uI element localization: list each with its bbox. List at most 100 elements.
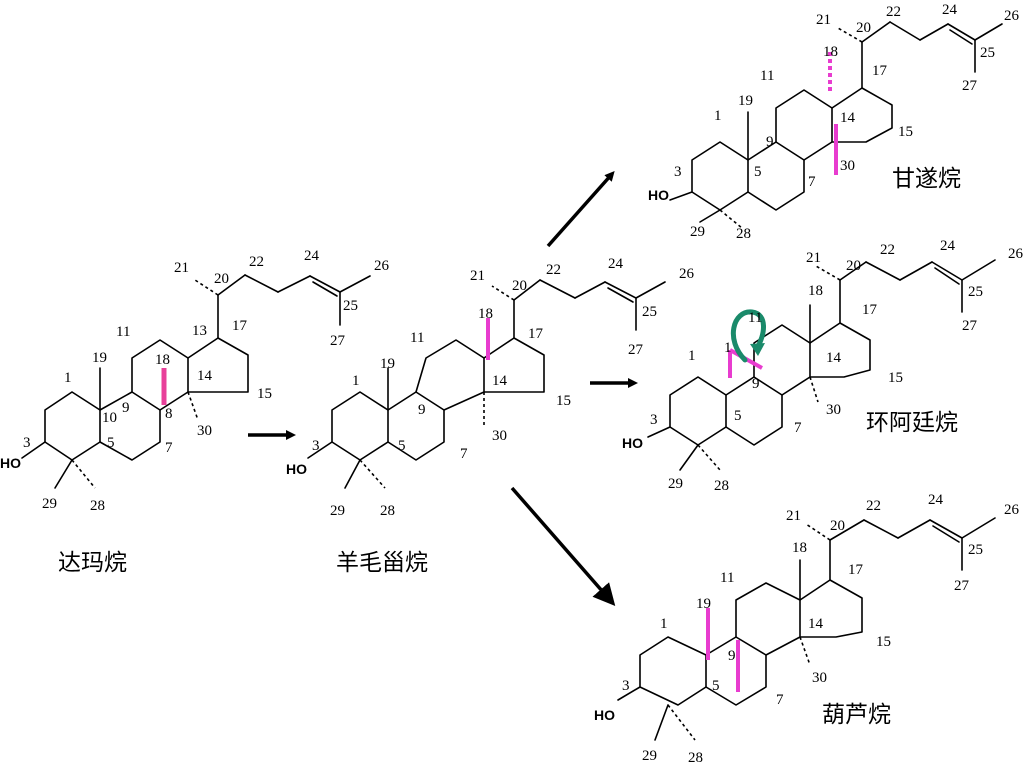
cycloartane-label-7: 7 bbox=[794, 420, 802, 436]
cycloartane-hydroxyl: HO bbox=[622, 435, 643, 451]
dammarane-label-3: 3 bbox=[23, 435, 31, 451]
cucurbitane-label-3: 3 bbox=[622, 678, 630, 694]
lanostane-hydroxyl: HO bbox=[286, 461, 307, 477]
tirucallane-label-1: 1 bbox=[714, 108, 722, 124]
dammarane-label-24: 24 bbox=[304, 248, 320, 264]
cucurbitane-label-20: 20 bbox=[830, 518, 845, 534]
tirucallane-label-14: 14 bbox=[840, 110, 856, 126]
arrow-to-cucurbitane bbox=[510, 486, 616, 607]
cycloartane-label-5: 5 bbox=[734, 408, 742, 424]
cucurbitane-label-18: 18 bbox=[792, 540, 807, 556]
cucurbitane-structure: 1 3 5 7 9 11 14 15 17 18 19 20 21 22 24 … bbox=[594, 492, 1020, 766]
lanostane-label-1: 1 bbox=[352, 373, 360, 389]
tirucallane-label-18: 18 bbox=[823, 44, 838, 60]
cucurbitane-label-14: 14 bbox=[808, 616, 824, 632]
cycloartane-label-14: 14 bbox=[826, 350, 842, 366]
tirucallane-label-19: 19 bbox=[738, 93, 753, 109]
dammarane-label-11: 11 bbox=[116, 324, 130, 340]
tirucallane-structure: 1 3 5 7 9 11 14 15 17 18 19 20 21 22 24 … bbox=[648, 2, 1020, 242]
tirucallane-label-15: 15 bbox=[898, 124, 913, 140]
cucurbitane-label-15: 15 bbox=[876, 634, 891, 650]
lanostane-label-25: 25 bbox=[642, 304, 657, 320]
lanostane-label-5: 5 bbox=[398, 438, 406, 454]
tirucallane-label-9: 9 bbox=[766, 134, 774, 150]
cycloartane-label-3: 3 bbox=[650, 412, 658, 428]
dammarane-label-28: 28 bbox=[90, 498, 105, 514]
tirucallane-label-22: 22 bbox=[886, 4, 901, 20]
tirucallane-label-7: 7 bbox=[808, 174, 816, 190]
dammarane-label-8: 8 bbox=[165, 406, 173, 422]
tirucallane-label-3: 3 bbox=[674, 164, 682, 180]
arrow-to-tirucallane bbox=[546, 171, 615, 248]
dammarane-name: 达玛烷 bbox=[58, 550, 127, 576]
dammarane-label-20: 20 bbox=[214, 271, 229, 287]
tirucallane-label-21: 21 bbox=[816, 12, 831, 28]
dammarane-label-17: 17 bbox=[232, 318, 248, 334]
lanostane-label-19: 19 bbox=[380, 356, 395, 372]
cycloartane-label-24: 24 bbox=[940, 238, 956, 254]
tirucallane-label-30: 30 bbox=[840, 158, 855, 174]
cucurbitane-label-26: 26 bbox=[1004, 502, 1020, 518]
cucurbitane-label-17: 17 bbox=[848, 562, 864, 578]
dammarane-hydroxyl: HO bbox=[0, 455, 21, 471]
cucurbitane-name: 葫芦烷 bbox=[822, 702, 891, 728]
cycloartane-label-20: 20 bbox=[846, 258, 861, 274]
cycloartane-label-28: 28 bbox=[714, 478, 729, 494]
tirucallane-label-27: 27 bbox=[962, 78, 978, 94]
tirucallane-name: 甘遂烷 bbox=[892, 166, 961, 192]
tirucallane-label-17: 17 bbox=[872, 63, 888, 79]
cucurbitane-label-29: 29 bbox=[642, 748, 657, 764]
tirucallane-label-28: 28 bbox=[736, 226, 751, 242]
dammarane-label-10: 10 bbox=[102, 410, 117, 426]
cycloartane-label-25: 25 bbox=[968, 284, 983, 300]
lanostane-label-14: 14 bbox=[492, 373, 508, 389]
cucurbitane-label-30: 30 bbox=[812, 670, 827, 686]
lanostane-label-17: 17 bbox=[528, 326, 544, 342]
cucurbitane-label-24: 24 bbox=[928, 492, 944, 508]
lanostane-label-11: 11 bbox=[410, 330, 424, 346]
cucurbitane-label-7: 7 bbox=[776, 692, 784, 708]
lanostane-label-7: 7 bbox=[460, 446, 468, 462]
dammarane-label-14: 14 bbox=[197, 368, 213, 384]
lanostane-label-15: 15 bbox=[556, 393, 571, 409]
tirucallane-label-11: 11 bbox=[760, 68, 774, 84]
tirucallane-label-24: 24 bbox=[942, 2, 958, 18]
cycloartane-label-17: 17 bbox=[862, 302, 878, 318]
cycloartane-name: 环阿廷烷 bbox=[866, 410, 958, 436]
lanostane-label-28: 28 bbox=[380, 503, 395, 519]
cucurbitane-label-22: 22 bbox=[866, 498, 881, 514]
cucurbitane-hydroxyl: HO bbox=[594, 707, 615, 723]
cucurbitane-label-5: 5 bbox=[712, 678, 720, 694]
lanostane-label-22: 22 bbox=[546, 262, 561, 278]
lanostane-label-29: 29 bbox=[330, 503, 345, 519]
dammarane-label-15: 15 bbox=[257, 386, 272, 402]
dammarane-label-22: 22 bbox=[249, 254, 264, 270]
lanostane-label-24: 24 bbox=[608, 256, 624, 272]
cycloartane-label-18: 18 bbox=[808, 283, 823, 299]
cycloartane-label-30: 30 bbox=[826, 402, 841, 418]
lanostane-label-30: 30 bbox=[492, 428, 507, 444]
cucurbitane-label-27: 27 bbox=[954, 578, 970, 594]
dammarane-label-18: 18 bbox=[155, 352, 170, 368]
cycloartane-label-19: 1 bbox=[724, 340, 732, 356]
cycloartane-structure: 1 3 5 7 9 11 14 15 17 18 1 20 21 22 24 2… bbox=[622, 238, 1024, 494]
cycloartane-label-21: 21 bbox=[806, 250, 821, 266]
cycloartane-label-22: 22 bbox=[880, 242, 895, 258]
cycloartane-label-29: 29 bbox=[668, 476, 683, 492]
lanostane-structure: 1 3 5 7 9 11 14 15 17 18 19 20 21 22 24 … bbox=[286, 256, 695, 576]
lanostane-label-18: 18 bbox=[478, 306, 493, 322]
cucurbitane-label-1: 1 bbox=[660, 616, 668, 632]
cycloartane-label-15: 15 bbox=[888, 370, 903, 386]
cucurbitane-label-21: 21 bbox=[786, 508, 801, 524]
dammarane-label-29: 29 bbox=[42, 496, 57, 512]
dammarane-label-25: 25 bbox=[343, 298, 358, 314]
tirucallane-label-25: 25 bbox=[980, 45, 995, 61]
cucurbitane-label-19: 19 bbox=[696, 596, 711, 612]
dammarane-label-30: 30 bbox=[197, 423, 212, 439]
dammarane-label-21: 21 bbox=[174, 260, 189, 276]
lanostane-label-27: 27 bbox=[628, 342, 644, 358]
tirucallane-label-20: 20 bbox=[856, 20, 871, 36]
dammarane-structure: 1 3 5 7 8 9 10 11 13 14 15 17 18 19 20 2… bbox=[0, 248, 390, 576]
dammarane-label-19: 19 bbox=[92, 350, 107, 366]
